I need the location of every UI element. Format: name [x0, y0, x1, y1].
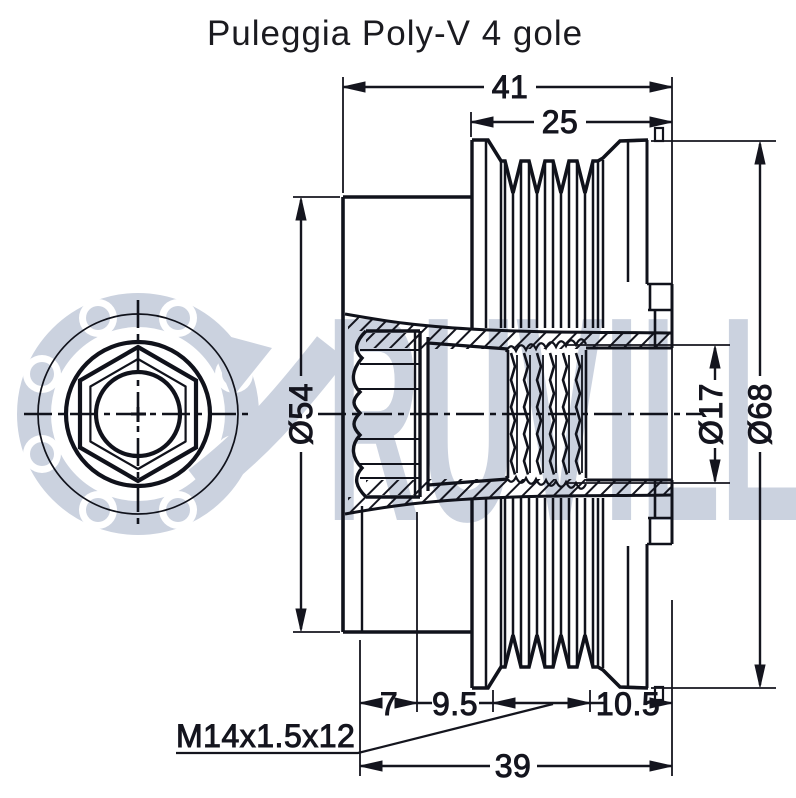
rim-groove-lines-top	[470, 140, 649, 328]
dim-rear-diameter: Ø54	[283, 197, 320, 632]
drawing-title: Puleggia Poly-V 4 gole	[207, 14, 583, 53]
dim-41-label: 41	[492, 69, 529, 105]
rim-profile-top	[472, 138, 649, 194]
nut-hatch-bottom	[366, 480, 420, 495]
thread-spec-label: M14x1.5x12	[176, 718, 355, 754]
dim-outer-diameter: Ø68	[742, 141, 779, 688]
dim-10-5-label: 10.5	[596, 686, 660, 722]
dim-7-label: 7	[380, 686, 398, 722]
hub-surface-bottom	[344, 493, 673, 516]
dim-bottom-chain: 7 9.5 10.5	[359, 686, 673, 723]
section-view	[318, 126, 702, 702]
hub-surface-top	[344, 312, 673, 335]
hex-nut-outline	[77, 344, 199, 484]
rim-groove-lines-bottom	[470, 498, 649, 688]
dim-68-label: Ø68	[742, 383, 778, 445]
dimensions: 41 25 Ø54 Ø68 Ø17	[176, 69, 779, 785]
rim-profile-bottom	[472, 634, 649, 690]
dim-belt-width: 25	[470, 104, 673, 141]
hex-chamfer-outline	[89, 357, 187, 471]
hub-front-end	[647, 126, 674, 702]
extension-lines	[293, 77, 776, 776]
thread-callout: M14x1.5x12	[176, 702, 554, 755]
dim-17-label: Ø17	[693, 383, 729, 445]
dim-9-5-label: 9.5	[432, 686, 478, 722]
front-view	[24, 300, 252, 528]
dim-mounting-length: 39	[359, 748, 673, 785]
watermark: RUVILLE	[17, 256, 796, 582]
nut-hatch-top	[366, 333, 420, 348]
dim-bore-diameter: Ø17	[693, 345, 730, 483]
dim-54-label: Ø54	[283, 383, 319, 445]
dim-39-label: 39	[495, 748, 532, 784]
bore-section	[586, 346, 672, 482]
dim-25-label: 25	[542, 104, 579, 140]
nut-section	[351, 329, 422, 499]
dim-overall-width: 41	[342, 69, 673, 106]
